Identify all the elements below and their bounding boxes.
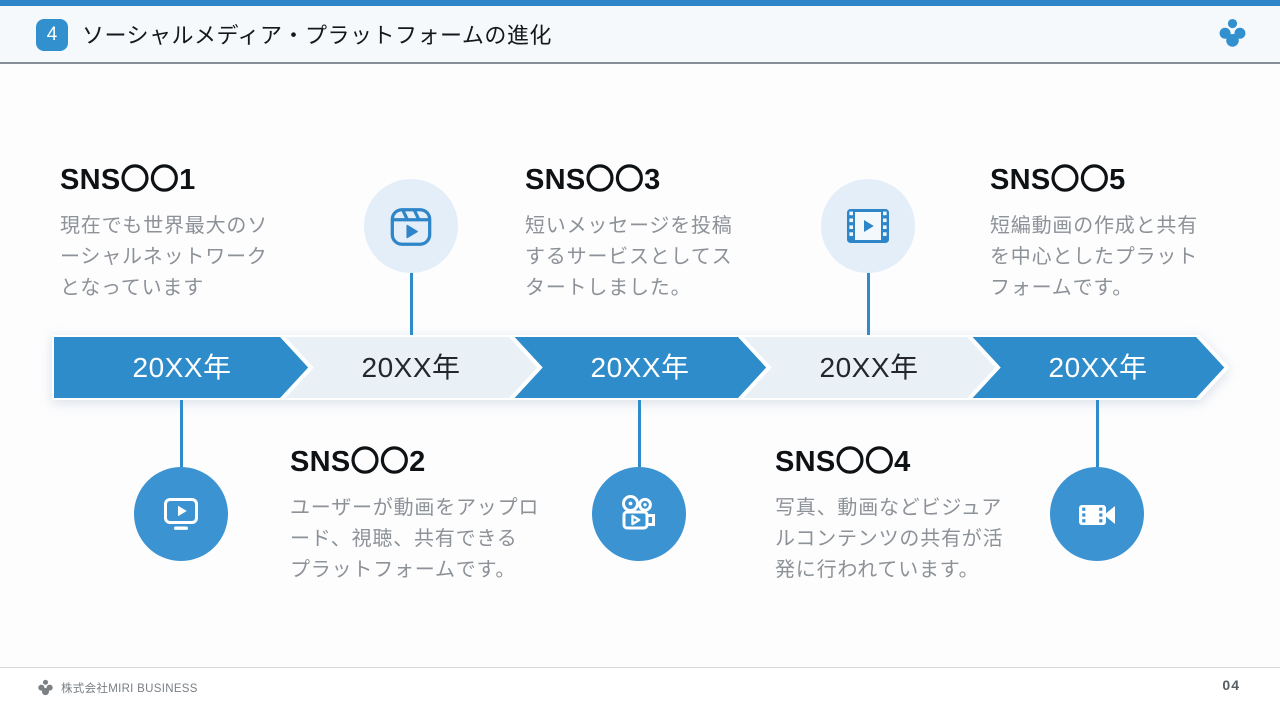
icon-circle (821, 179, 915, 273)
item-description-line: 短いメッセージを投稿 (525, 215, 733, 237)
tv-play-icon (164, 498, 198, 530)
item-description-line: 発に行われています。 (775, 559, 980, 581)
item-description-line: となっています (60, 277, 204, 299)
item-title: SNS〇〇4 (775, 446, 911, 478)
film-play-icon (847, 209, 889, 243)
footer: 株式会社MIRI BUSINESS 04 (0, 668, 1280, 720)
sns-item-5: SNS〇〇5 短編動画の作成と共有 を中心としたプラット フォームです。 (990, 156, 1198, 304)
item-title: SNS〇〇1 (60, 164, 196, 196)
timeline-year-3: 20XX年 (590, 352, 690, 383)
connector-line (1096, 400, 1099, 467)
header: 4 ソーシャルメディア・プラットフォームの進化 (0, 6, 1280, 64)
brand-logo-icon (38, 679, 53, 696)
item-description-line: ーシャルネットワーク (60, 246, 268, 268)
sns-item-2: SNS〇〇2 ユーザーが動画をアップロ ード、視聴、共有できる プラットフォーム… (290, 438, 539, 586)
icon-circle (1050, 467, 1144, 561)
connector-line (180, 400, 183, 467)
item-title: SNS〇〇2 (290, 446, 426, 478)
item-description-line: ード、視聴、共有できる (290, 528, 518, 550)
item-description-line: を中心としたプラット (990, 246, 1198, 268)
item-description-line: 現在でも世界最大のソ (60, 215, 268, 237)
item-description-line: ユーザーが動画をアップロ (290, 497, 540, 519)
company-name: 株式会社MIRI BUSINESS (61, 682, 198, 695)
icon-circle (592, 467, 686, 561)
footer-divider (0, 667, 1280, 668)
icon-circle (364, 179, 458, 273)
reels-icon (390, 208, 432, 246)
timeline-year-1: 20XX年 (132, 352, 232, 383)
item-description-line: プラットフォームです。 (290, 559, 517, 581)
connector-line (410, 272, 413, 335)
footer-brand: 株式会社MIRI BUSINESS (38, 679, 198, 696)
item-description-line: タートしました。 (525, 277, 692, 299)
slide-number-badge: 4 (36, 19, 68, 51)
sns-item-1: SNS〇〇1 現在でも世界最大のソ ーシャルネットワーク となっています (60, 156, 268, 304)
icon-circle (134, 467, 228, 561)
timeline (52, 335, 1229, 400)
item-description-line: フォームです。 (990, 277, 1133, 299)
top-accent-bar (0, 0, 1280, 6)
timeline-arrow-3 (507, 335, 772, 400)
item-description-line: 短編動画の作成と共有 (990, 215, 1198, 237)
timeline-year-2: 20XX年 (361, 352, 461, 383)
item-title: SNS〇〇3 (525, 164, 661, 196)
item-description-line: 写真、動画などビジュア (775, 497, 1002, 519)
sns-item-3: SNS〇〇3 短いメッセージを投稿 するサービスとしてス タートしました。 (525, 156, 733, 304)
sns-item-4: SNS〇〇4 写真、動画などビジュア ルコンテンツの共有が活 発に行われています… (775, 438, 1003, 586)
connector-line (867, 272, 870, 335)
movie-camera-icon (622, 495, 655, 530)
item-description-line: するサービスとしてス (525, 246, 733, 268)
brand-logo-icon (1219, 18, 1246, 47)
timeline-arrow-4 (736, 335, 1001, 400)
item-title: SNS〇〇5 (990, 164, 1126, 196)
timeline-year-4: 20XX年 (819, 352, 919, 383)
item-description-line: ルコンテンツの共有が活 (775, 528, 1004, 550)
page-number: 04 (1222, 677, 1240, 693)
timeline-arrow-5 (965, 335, 1229, 400)
video-camera-icon (1079, 505, 1115, 525)
connector-line (638, 400, 641, 467)
timeline-arrow-2 (278, 335, 543, 400)
page-title: ソーシャルメディア・プラットフォームの進化 (82, 23, 552, 48)
timeline-year-5: 20XX年 (1048, 352, 1148, 383)
